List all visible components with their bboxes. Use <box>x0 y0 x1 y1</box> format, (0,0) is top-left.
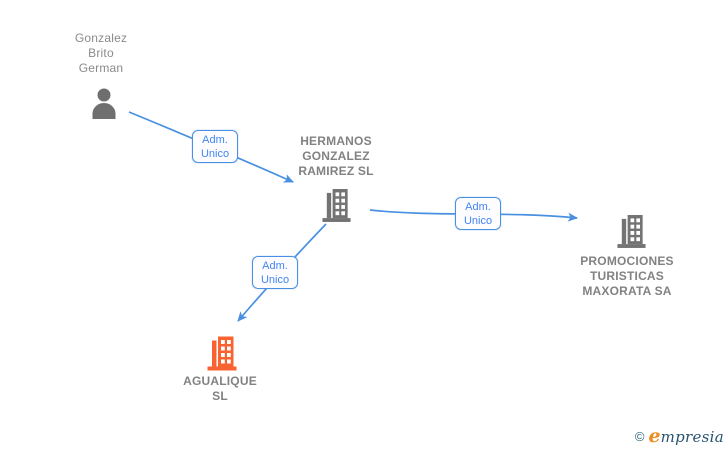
node-label-bottom-company[interactable]: AGUALIQUE SL <box>160 374 280 404</box>
node-label-line: HERMANOS <box>300 134 372 148</box>
edge-label-line: Adm. <box>262 260 288 272</box>
node-label-person[interactable]: Gonzalez Brito German <box>41 31 161 76</box>
edge-label-line: Unico <box>463 215 493 227</box>
empresia-logo: ©empresia <box>635 425 724 447</box>
building-icon-bottom-highlighted[interactable] <box>206 334 238 377</box>
logo-brand-initial: e <box>648 425 661 447</box>
building-icon-right[interactable] <box>616 213 647 254</box>
node-label-line: AGUALIQUE <box>183 374 257 388</box>
edge-label-line: Unico <box>260 274 290 286</box>
edge-label-line: Adm. <box>465 201 491 213</box>
person-icon[interactable] <box>91 87 117 124</box>
node-label-line: Brito <box>88 46 114 60</box>
logo-brand-rest: mpresia <box>660 428 724 446</box>
node-label-line: SL <box>212 389 228 403</box>
node-label-center-company[interactable]: HERMANOS GONZALEZ RAMIREZ SL <box>276 134 396 179</box>
node-label-line: RAMIREZ SL <box>298 164 374 178</box>
node-label-line: TURISTICAS <box>590 269 664 283</box>
node-label-line: PROMOCIONES <box>580 254 674 268</box>
edge-label-person-to-center: Adm. Unico <box>192 130 238 163</box>
edge-label-line: Unico <box>200 148 230 160</box>
building-icon-center[interactable] <box>321 187 352 228</box>
copyright-symbol: © <box>634 429 645 444</box>
node-label-line: MAXORATA SA <box>582 284 672 298</box>
node-label-line: German <box>78 61 124 75</box>
edge-label-center-to-bottom: Adm. Unico <box>252 256 298 289</box>
node-label-line: GONZALEZ <box>302 149 370 163</box>
node-label-line: Gonzalez <box>74 31 128 45</box>
edge-label-center-to-right: Adm. Unico <box>455 197 501 230</box>
node-label-right-company[interactable]: PROMOCIONES TURISTICAS MAXORATA SA <box>557 254 697 299</box>
edge-label-line: Adm. <box>202 134 228 146</box>
